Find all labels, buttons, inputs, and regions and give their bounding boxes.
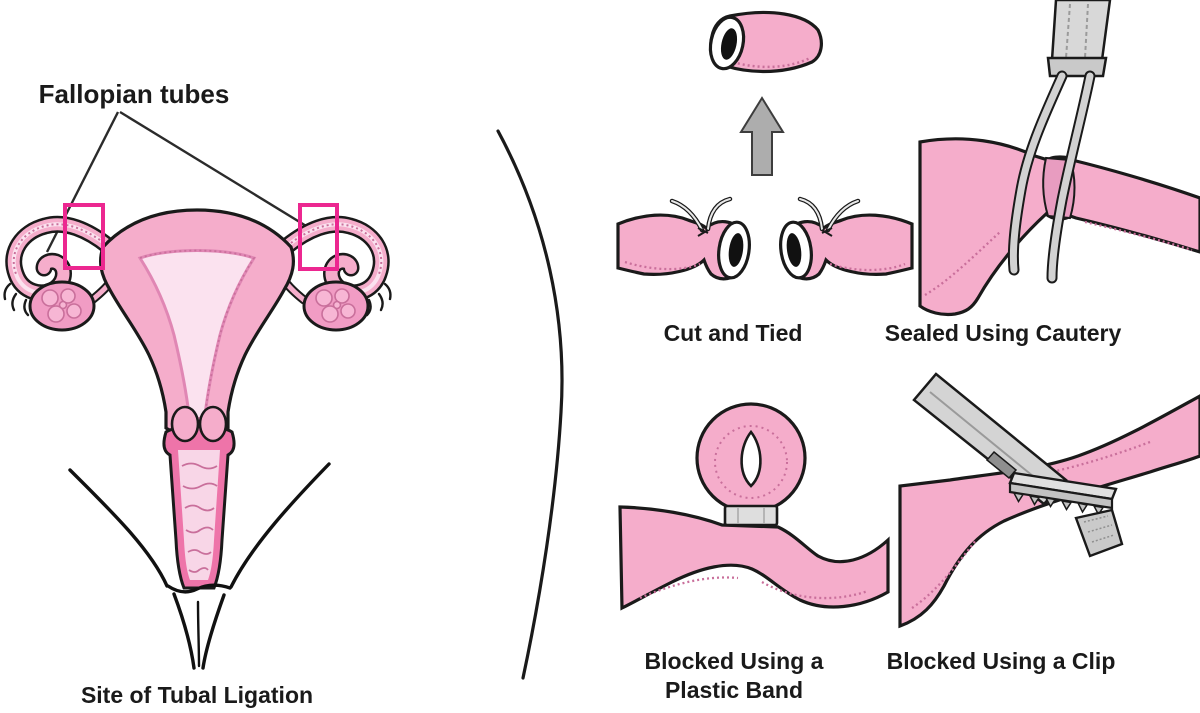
suture-tie-left [669, 196, 733, 237]
clip-jaw [1008, 471, 1118, 516]
fallopian-tube-left [3, 215, 117, 317]
clip-applicator [912, 372, 1068, 506]
canal-texture [181, 462, 218, 573]
up-arrow-icon [739, 96, 785, 176]
cautery-illustration: Sealed Using Cautery [885, 0, 1200, 346]
cut-tube-segment [708, 10, 823, 74]
loop-opening [740, 429, 762, 488]
clip-illustration: Blocked Using a Clip [887, 372, 1200, 674]
cut-and-tied-illustration: Cut and Tied [616, 10, 914, 346]
tube-lumen-left [728, 233, 744, 267]
cautery-instrument [1007, 0, 1112, 284]
clip-teeth [1012, 492, 1105, 516]
cautery-collar [1046, 56, 1108, 78]
plastic-band [723, 504, 779, 527]
suture-tie-right [797, 196, 861, 237]
band-tube [618, 505, 890, 611]
blocked-using-clip-caption: Blocked Using a Clip [887, 648, 1116, 674]
cautery-prongs [1007, 70, 1096, 284]
ovary-left [28, 280, 96, 332]
ligation-site-marker-right [298, 203, 339, 271]
tied-stump-left [616, 196, 751, 281]
tied-stump-right [779, 196, 914, 281]
sealed-using-cautery-caption: Sealed Using Cautery [885, 320, 1122, 346]
cervix [170, 405, 228, 443]
plastic-band-illustration: Blocked Using a Plastic Band [618, 402, 890, 703]
clip-tube [898, 394, 1200, 629]
cautery-tube-texture [924, 220, 1193, 296]
tube-lumen-segment [720, 28, 738, 60]
cavity-texture [139, 249, 256, 416]
plastic-band-caption-line2: Plastic Band [665, 677, 803, 703]
cut-and-tied-caption: Cut and Tied [664, 320, 803, 346]
tube-loop [695, 402, 807, 514]
plastic-band-caption-line1: Blocked Using a [645, 648, 824, 674]
anatomy-illustration: Fallopian tubes Site of Tubal Ligation [3, 79, 392, 708]
site-of-tubal-ligation-caption: Site of Tubal Ligation [81, 682, 313, 708]
ligation-site-marker-left [63, 203, 105, 270]
applicator-slot [985, 450, 1018, 480]
divider-curve [496, 129, 564, 680]
band-tube-texture [639, 576, 869, 600]
pointer-line-right [119, 110, 317, 234]
ovary-right [302, 280, 370, 332]
fimbriae-left [3, 282, 30, 317]
vaginal-canal [162, 424, 236, 590]
fallopian-tubes-label: Fallopian tubes [39, 79, 230, 109]
clip-lower-jaw [1074, 508, 1124, 558]
vulva-outline [68, 462, 331, 670]
tube-lumen-right [786, 233, 802, 267]
clip-tube-texture [911, 440, 1151, 609]
